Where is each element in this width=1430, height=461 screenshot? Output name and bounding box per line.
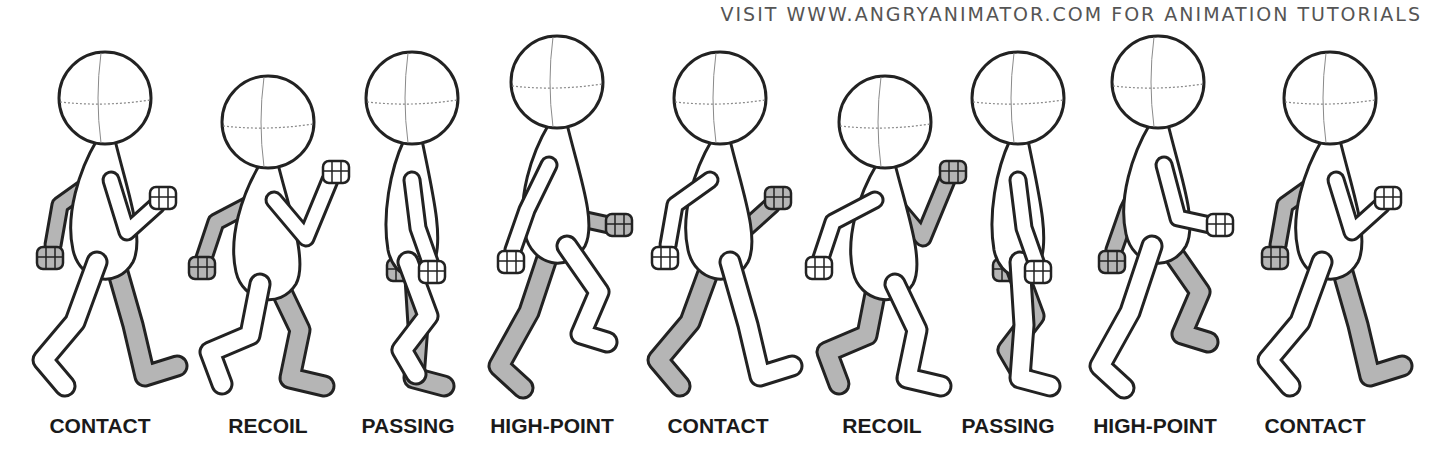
walk-pose-figure: [1099, 36, 1233, 388]
pose-label: HIGH-POINT: [1093, 414, 1217, 437]
walk-pose-figure: [1262, 52, 1402, 386]
walk-pose-figure: [806, 76, 966, 386]
walk-pose-figure: [972, 52, 1064, 386]
pose-label: CONTACT: [667, 414, 768, 437]
pose-label: RECOIL: [842, 414, 921, 437]
pose-label: PASSING: [962, 414, 1055, 437]
pose-label: CONTACT: [49, 414, 150, 437]
pose-label: HIGH-POINT: [490, 414, 614, 437]
pose-label: RECOIL: [228, 414, 307, 437]
walk-pose-figure: [652, 52, 792, 386]
watermark-text: VISIT WWW.ANGRYANIMATOR.COM FOR ANIMATIO…: [721, 4, 1422, 25]
walk-pose-figure: [189, 76, 349, 386]
walk-pose-figure: [498, 36, 632, 388]
pose-label: CONTACT: [1264, 414, 1365, 437]
walk-pose-figure: [366, 52, 458, 386]
pose-label: PASSING: [362, 414, 455, 437]
walk-pose-figure: [37, 52, 177, 386]
